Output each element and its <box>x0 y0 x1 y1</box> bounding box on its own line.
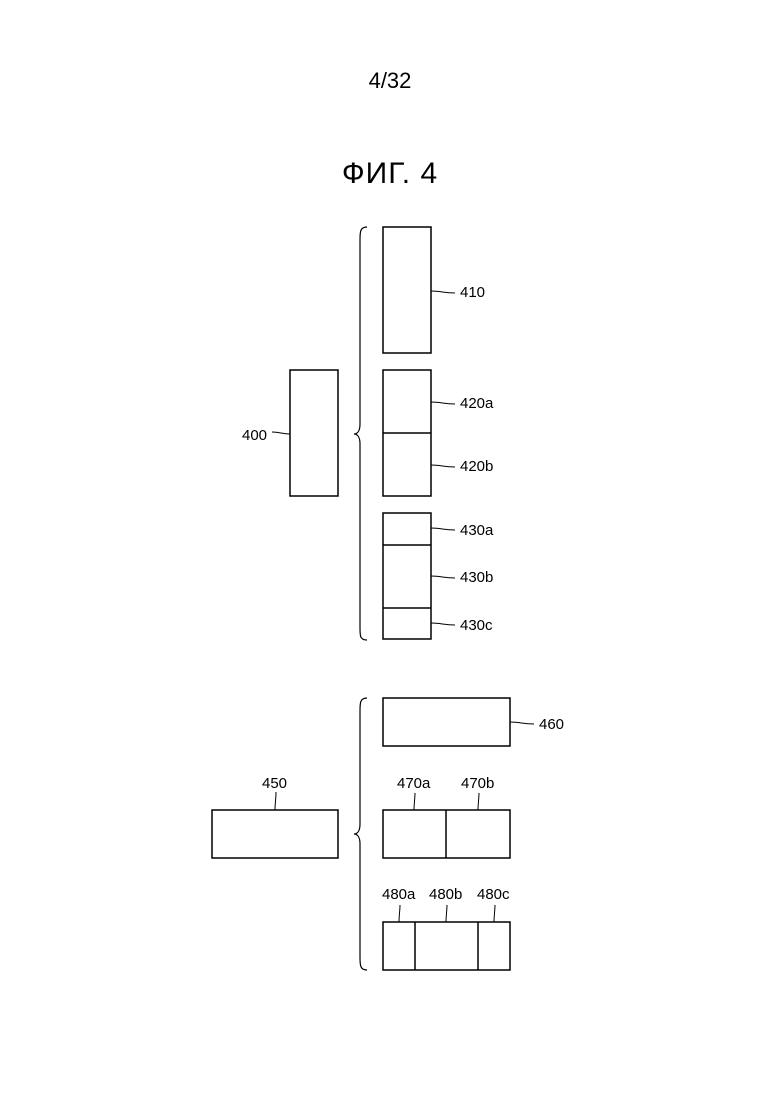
label-480a: 480a <box>382 886 416 903</box>
leader-460 <box>510 722 534 724</box>
block-410 <box>383 227 431 353</box>
block-430 <box>383 513 431 639</box>
leader-400 <box>272 432 290 434</box>
label-470a: 470a <box>397 775 431 792</box>
label-480c: 480c <box>477 886 510 903</box>
label-410: 410 <box>460 284 485 301</box>
leader-420b <box>431 465 455 467</box>
label-420b: 420b <box>460 458 493 475</box>
label-430b: 430b <box>460 569 493 586</box>
block-460 <box>383 698 510 746</box>
brace-upper <box>354 227 367 640</box>
label-470b: 470b <box>461 775 494 792</box>
leader-410 <box>431 291 455 293</box>
block-450 <box>212 810 338 858</box>
block-480 <box>383 922 510 970</box>
leader-470b <box>478 793 479 810</box>
leader-430c <box>431 623 455 625</box>
label-480b: 480b <box>429 886 462 903</box>
brace-lower <box>354 698 367 970</box>
leader-420a <box>431 402 455 404</box>
leader-480a <box>399 905 400 922</box>
label-430c: 430c <box>460 617 493 634</box>
leader-450 <box>275 792 276 810</box>
leader-480b <box>446 905 447 922</box>
leader-430b <box>431 576 455 578</box>
leader-430a <box>431 528 455 530</box>
label-450: 450 <box>262 775 287 792</box>
label-460: 460 <box>539 716 564 733</box>
leader-480c <box>494 905 495 922</box>
label-400: 400 <box>242 427 267 444</box>
block-400 <box>290 370 338 496</box>
label-430a: 430a <box>460 522 494 539</box>
label-420a: 420a <box>460 395 494 412</box>
leader-470a <box>414 793 415 810</box>
